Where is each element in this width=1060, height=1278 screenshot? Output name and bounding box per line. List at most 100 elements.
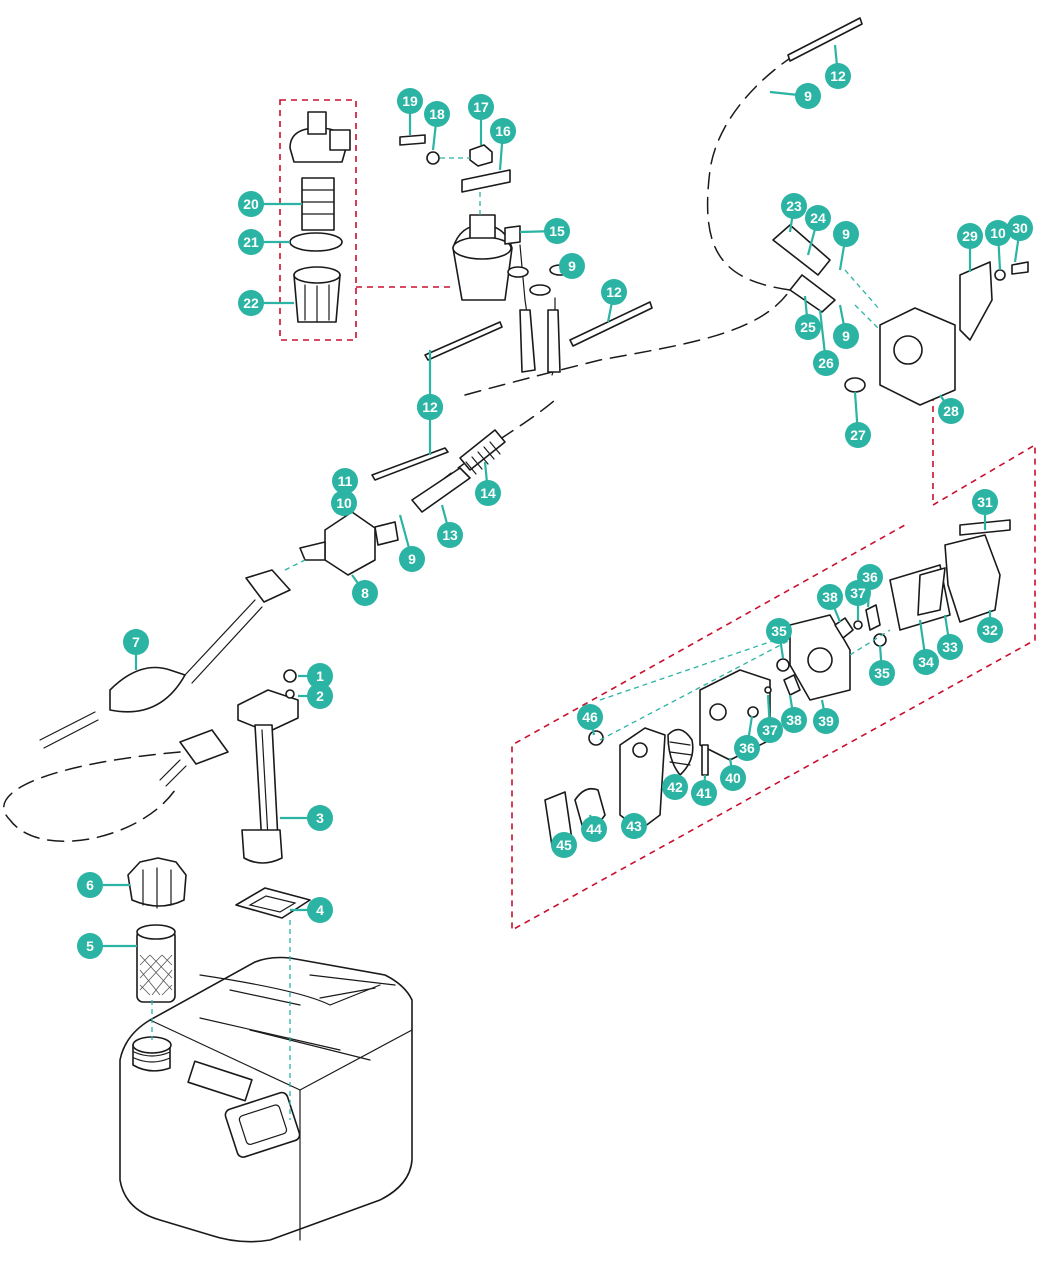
callout-37: 37: [757, 694, 783, 743]
zip-ties: [371, 17, 863, 481]
alignment-lines: [151, 157, 891, 1120]
callout-circle: [544, 218, 570, 244]
callout-9: 9: [769, 83, 821, 109]
callout-circle: [757, 717, 783, 743]
callout-circle: [845, 422, 871, 448]
callout-39: 39: [813, 699, 839, 734]
callout-circle: [913, 649, 939, 675]
callout-circle: [977, 617, 1003, 643]
callout-number: 12: [606, 284, 622, 300]
callout-11: 11: [332, 468, 358, 494]
callout-circle: [845, 580, 871, 606]
callout-number: 43: [626, 818, 642, 834]
callout-circle: [621, 813, 647, 839]
callout-38: 38: [781, 694, 807, 733]
callout-number: 23: [786, 198, 802, 214]
callout-circle: [957, 223, 983, 249]
callout-number: 38: [786, 712, 802, 728]
callout-number: 28: [943, 403, 959, 419]
callout-number: 32: [982, 622, 998, 638]
callout-circle: [825, 63, 851, 89]
callout-circle: [795, 314, 821, 340]
callout-number: 40: [725, 770, 741, 786]
callout-circle: [437, 522, 463, 548]
callout-number: 22: [243, 295, 259, 311]
callout-circle: [581, 816, 607, 842]
callout-circle: [766, 618, 792, 644]
callout-number: 41: [696, 785, 712, 801]
callout-circle: [551, 832, 577, 858]
callout-circle: [77, 872, 103, 898]
callout-circle: [833, 323, 859, 349]
callout-circle: [691, 780, 717, 806]
fuel-filter-assembly: [399, 134, 571, 376]
callout-35: 35: [869, 644, 895, 686]
callout-circle: [813, 350, 839, 376]
callout-32: 32: [977, 610, 1003, 643]
callout-number: 30: [1012, 220, 1028, 236]
callout-number: 10: [990, 225, 1006, 241]
callout-14: 14: [475, 461, 501, 506]
callout-26: 26: [813, 309, 839, 376]
callout-28: 28: [938, 394, 964, 424]
callout-number: 19: [402, 93, 418, 109]
callout-circle: [331, 490, 357, 516]
callout-9: 9: [398, 514, 425, 572]
callout-circle: [937, 634, 963, 660]
callout-circle: [307, 805, 333, 831]
callout-9: 9: [833, 221, 859, 271]
callout-17: 17: [468, 94, 494, 145]
callout-34: 34: [913, 619, 939, 675]
callout-number: 37: [762, 722, 778, 738]
fuel-line-primer-bulb: [39, 569, 291, 787]
callout-45: 45: [551, 832, 577, 858]
callout-number: 2: [316, 688, 324, 704]
callout-number: 25: [800, 319, 816, 335]
callout-circle: [662, 774, 688, 800]
callout-number: 9: [842, 226, 850, 242]
callout-number: 31: [977, 494, 993, 510]
callout-44: 44: [581, 814, 607, 842]
callout-circle: [238, 191, 264, 217]
callout-36: 36: [734, 715, 760, 761]
callout-circle: [972, 489, 998, 515]
callout-number: 44: [586, 821, 602, 837]
gasket-plate: [235, 887, 311, 919]
callout-38: 38: [817, 584, 843, 623]
callout-number: 3: [316, 810, 324, 826]
callout-27: 27: [845, 391, 871, 448]
callout-circle: [817, 584, 843, 610]
callout-circle: [559, 253, 585, 279]
callout-number: 36: [739, 740, 755, 756]
callout-number: 7: [132, 634, 140, 650]
callout-35: 35: [766, 618, 792, 659]
callout-number: 11: [338, 473, 353, 489]
fuel-pickup-unit: [237, 669, 299, 864]
callout-number: 24: [810, 210, 826, 226]
callout-number: 21: [243, 234, 259, 250]
callout-12: 12: [417, 350, 443, 420]
callout-circle: [805, 205, 831, 231]
callout-circle: [77, 933, 103, 959]
callout-number: 9: [804, 88, 812, 104]
callout-circle: [869, 660, 895, 686]
callout-number: 35: [771, 623, 787, 639]
callout-number: 1: [316, 668, 324, 684]
callout-circle: [352, 580, 378, 606]
callout-number: 16: [495, 123, 511, 139]
callout-circle: [938, 398, 964, 424]
callout-number: 29: [962, 228, 978, 244]
callout-number: 9: [408, 551, 416, 567]
callout-circle: [307, 683, 333, 709]
callout-22: 22: [238, 290, 294, 316]
callout-number: 27: [850, 427, 866, 443]
callout-8: 8: [351, 574, 378, 606]
callout-43: 43: [621, 813, 647, 839]
callout-circle: [397, 88, 423, 114]
callout-number: 34: [918, 654, 934, 670]
callout-42: 42: [662, 774, 688, 800]
callout-5: 5: [77, 933, 137, 959]
callout-1: 1: [298, 663, 333, 689]
callout-number: 14: [480, 485, 496, 501]
callout-number: 46: [582, 709, 598, 725]
